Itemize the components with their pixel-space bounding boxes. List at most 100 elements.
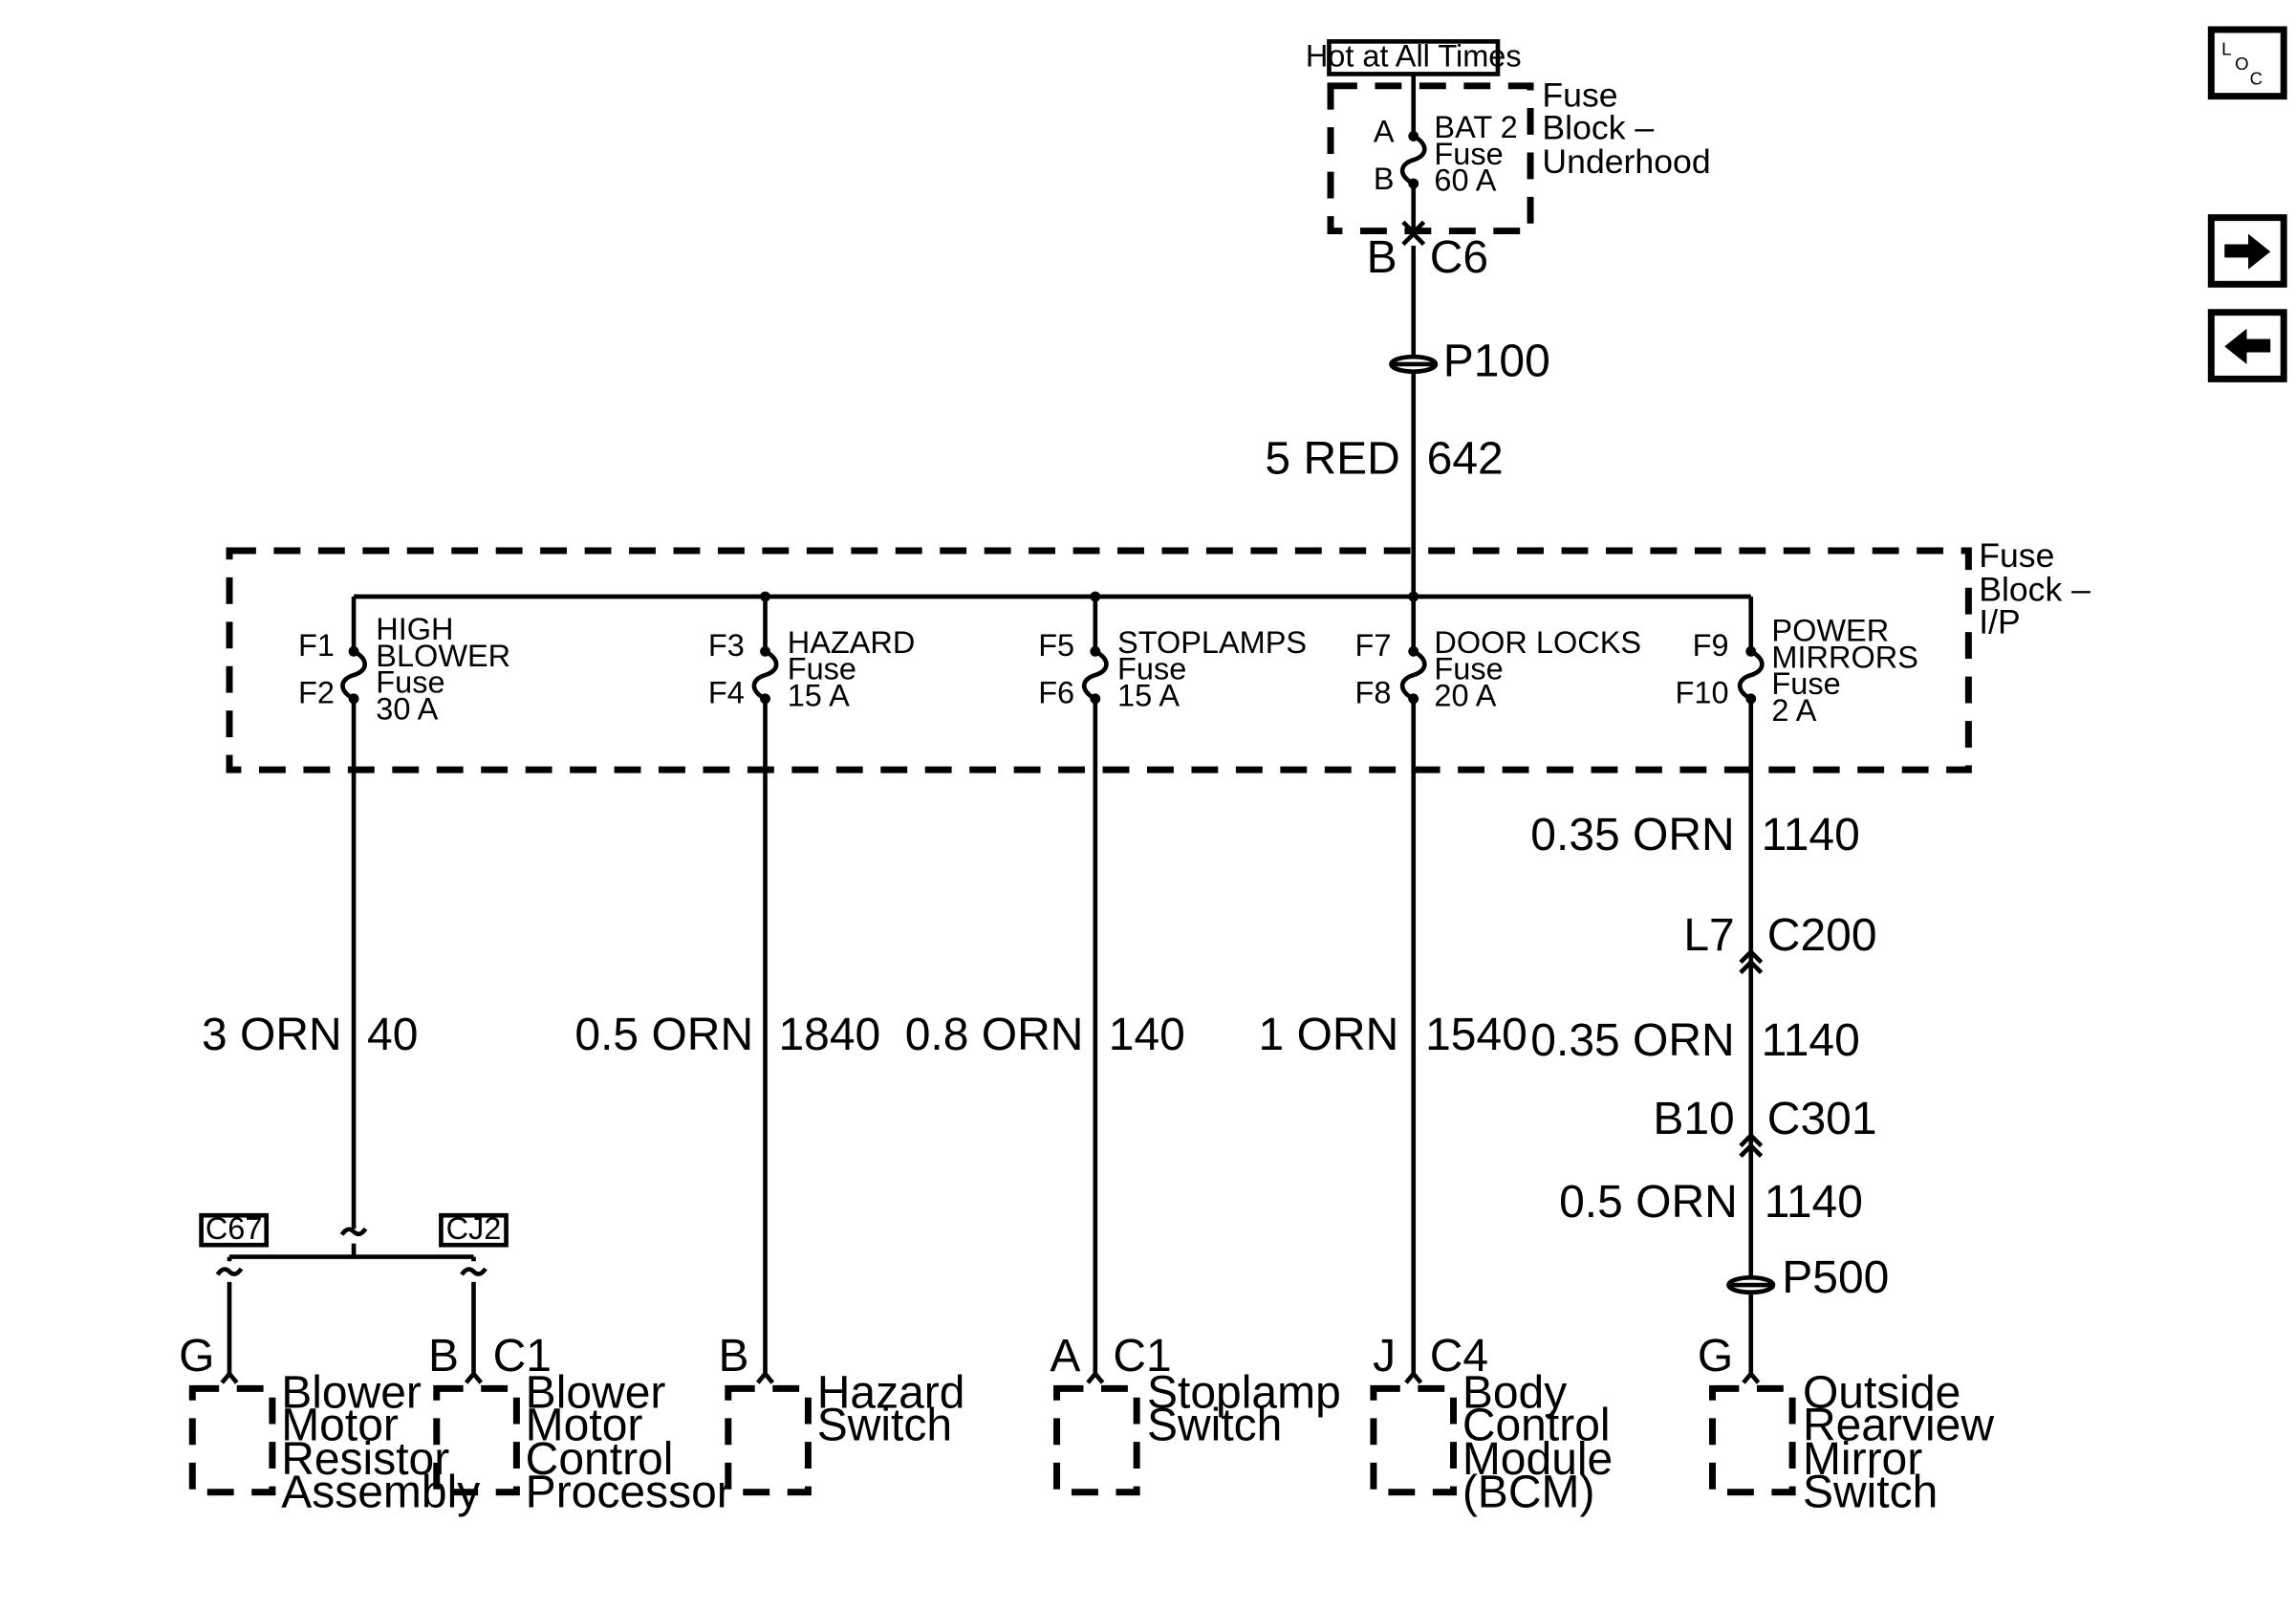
svg-text:BAT 2: BAT 2 <box>1434 110 1517 144</box>
svg-text:B10: B10 <box>1653 1094 1734 1144</box>
wire-circuit-1840: 0.5 ORN 1840 <box>574 698 880 1374</box>
fuse-stoplamps: F5 F6 STOPLAMPS Fuse 15 A <box>1038 597 1307 713</box>
svg-text:DOOR LOCKS: DOOR LOCKS <box>1434 625 1641 660</box>
blower-option-split: C67 CJ2 <box>199 1211 509 1374</box>
svg-text:1140: 1140 <box>1762 1015 1860 1066</box>
svg-text:Fuse: Fuse <box>1771 666 1840 701</box>
svg-text:1840: 1840 <box>778 1010 880 1060</box>
svg-text:F5: F5 <box>1038 628 1074 663</box>
svg-text:J: J <box>1373 1331 1396 1382</box>
ip-fuse-block-outline <box>226 547 1972 773</box>
fuse-hazard: F3 F4 HAZARD Fuse 15 A <box>708 597 915 713</box>
svg-text:2 A: 2 A <box>1771 693 1816 728</box>
svg-text:CJ2: CJ2 <box>446 1211 502 1246</box>
svg-text:I/P: I/P <box>1979 603 2021 642</box>
svg-text:A: A <box>1374 115 1395 149</box>
svg-text:Control: Control <box>1462 1401 1611 1451</box>
wire-circuit-140: 0.8 ORN 140 <box>905 698 1185 1374</box>
connector-c200: L7 C200 <box>1683 910 1877 974</box>
svg-text:Underhood: Underhood <box>1542 142 1710 181</box>
svg-text:HAZARD: HAZARD <box>788 625 916 660</box>
svg-text:Processor: Processor <box>526 1467 732 1517</box>
svg-text:Resistor: Resistor <box>281 1434 449 1485</box>
svg-text:30 A: 30 A <box>376 692 438 727</box>
svg-text:C4: C4 <box>1430 1331 1488 1382</box>
svg-text:Motor: Motor <box>281 1401 399 1451</box>
svg-text:POWER: POWER <box>1771 613 1889 647</box>
fuse-high-blower: F1 F2 HIGH BLOWER Fuse 30 A <box>298 597 510 727</box>
svg-text:A: A <box>1050 1331 1080 1382</box>
svg-text:B: B <box>1374 162 1395 196</box>
svg-text:F8: F8 <box>1355 675 1392 709</box>
previous-page-button[interactable] <box>2207 309 2287 382</box>
svg-text:B: B <box>718 1331 748 1382</box>
svg-text:P500: P500 <box>1782 1252 1889 1303</box>
svg-text:Fuse: Fuse <box>1979 536 2054 575</box>
svg-text:HIGH: HIGH <box>376 612 453 646</box>
svg-text:C301: C301 <box>1767 1094 1877 1144</box>
svg-text:Assembly: Assembly <box>281 1467 480 1517</box>
svg-text:F6: F6 <box>1038 675 1074 709</box>
svg-text:Fuse: Fuse <box>1117 652 1186 686</box>
svg-text:STOPLAMPS: STOPLAMPS <box>1117 625 1307 660</box>
pass-through-p100: P100 <box>1389 336 1550 386</box>
svg-text:Control: Control <box>526 1434 674 1485</box>
svg-text:C1: C1 <box>493 1331 552 1382</box>
svg-text:Switch: Switch <box>1147 1401 1282 1451</box>
svg-text:0.35 ORN: 0.35 ORN <box>1530 1015 1734 1066</box>
svg-text:G: G <box>1698 1331 1733 1382</box>
component-outside-rearview-mirror-switch: G Outside Rearview Mirror Switch <box>1698 1331 1995 1517</box>
pass-through-p500: P500 <box>1726 1252 1889 1303</box>
svg-text:Switch: Switch <box>1803 1467 1938 1517</box>
svg-text:C6: C6 <box>1430 232 1488 283</box>
svg-text:3 ORN: 3 ORN <box>202 1010 342 1060</box>
svg-text:Blower: Blower <box>526 1368 666 1419</box>
wire-circuit-1540: 1 ORN 1540 <box>1259 698 1527 1374</box>
svg-text:Module: Module <box>1462 1434 1613 1485</box>
option-tag-c67 <box>199 1212 270 1248</box>
fuse-door-locks: F7 F8 DOOR LOCKS Fuse 20 A <box>1355 597 1641 713</box>
connector-c6: B C6 <box>1367 220 1488 283</box>
next-page-button[interactable] <box>2207 214 2287 288</box>
underhood-fuse-block-name: Fuse Block – Underhood <box>1542 76 1710 181</box>
svg-text:Switch: Switch <box>817 1401 952 1451</box>
component-body-control-module: J C4 Body Control Module (BCM) <box>1370 1331 1613 1517</box>
svg-text:1 ORN: 1 ORN <box>1259 1010 1399 1060</box>
fuse-power-mirrors: F9 F10 POWER MIRRORS Fuse 2 A <box>1676 597 1918 728</box>
ip-fuse-block-name: Fuse Block – I/P <box>1979 536 2090 642</box>
svg-text:1140: 1140 <box>1765 1177 1863 1228</box>
svg-text:0.5 ORN: 0.5 ORN <box>574 1010 753 1060</box>
loc-button[interactable]: L O C <box>2207 26 2287 100</box>
svg-text:F3: F3 <box>708 628 745 663</box>
svg-text:0.5 ORN: 0.5 ORN <box>1559 1177 1738 1228</box>
svg-text:B: B <box>1367 232 1397 283</box>
svg-text:Fuse: Fuse <box>1434 652 1503 686</box>
svg-text:O: O <box>2235 54 2248 74</box>
svg-text:C1: C1 <box>1113 1331 1171 1382</box>
svg-text:60 A: 60 A <box>1434 163 1496 198</box>
svg-text:1140: 1140 <box>1762 810 1860 860</box>
svg-text:Hazard: Hazard <box>817 1368 965 1419</box>
svg-text:Rearview: Rearview <box>1803 1401 1994 1451</box>
svg-text:Fuse: Fuse <box>1434 137 1503 171</box>
svg-text:15 A: 15 A <box>788 679 850 713</box>
svg-text:Outside: Outside <box>1803 1368 1960 1419</box>
option-tag-cj2 <box>439 1212 509 1248</box>
svg-text:BLOWER: BLOWER <box>376 639 510 673</box>
svg-text:C67: C67 <box>206 1211 263 1246</box>
svg-text:Stoplamp: Stoplamp <box>1147 1368 1341 1419</box>
svg-text:Motor: Motor <box>526 1401 643 1451</box>
underhood-fuse-block-outline <box>1327 82 1534 235</box>
arrow-right-icon <box>2224 233 2271 270</box>
svg-text:40: 40 <box>367 1010 418 1060</box>
svg-text:Block –: Block – <box>1979 571 2090 609</box>
svg-text:F1: F1 <box>298 628 335 663</box>
svg-text:20 A: 20 A <box>1434 679 1496 713</box>
feed-wire-circuit: 642 <box>1427 433 1504 484</box>
svg-text:Fuse: Fuse <box>1542 76 1617 114</box>
svg-text:140: 140 <box>1109 1010 1185 1060</box>
svg-text:L: L <box>2221 38 2231 58</box>
feed-wire-gauge-color: 5 RED <box>1265 433 1399 484</box>
svg-text:1540: 1540 <box>1425 1010 1527 1060</box>
